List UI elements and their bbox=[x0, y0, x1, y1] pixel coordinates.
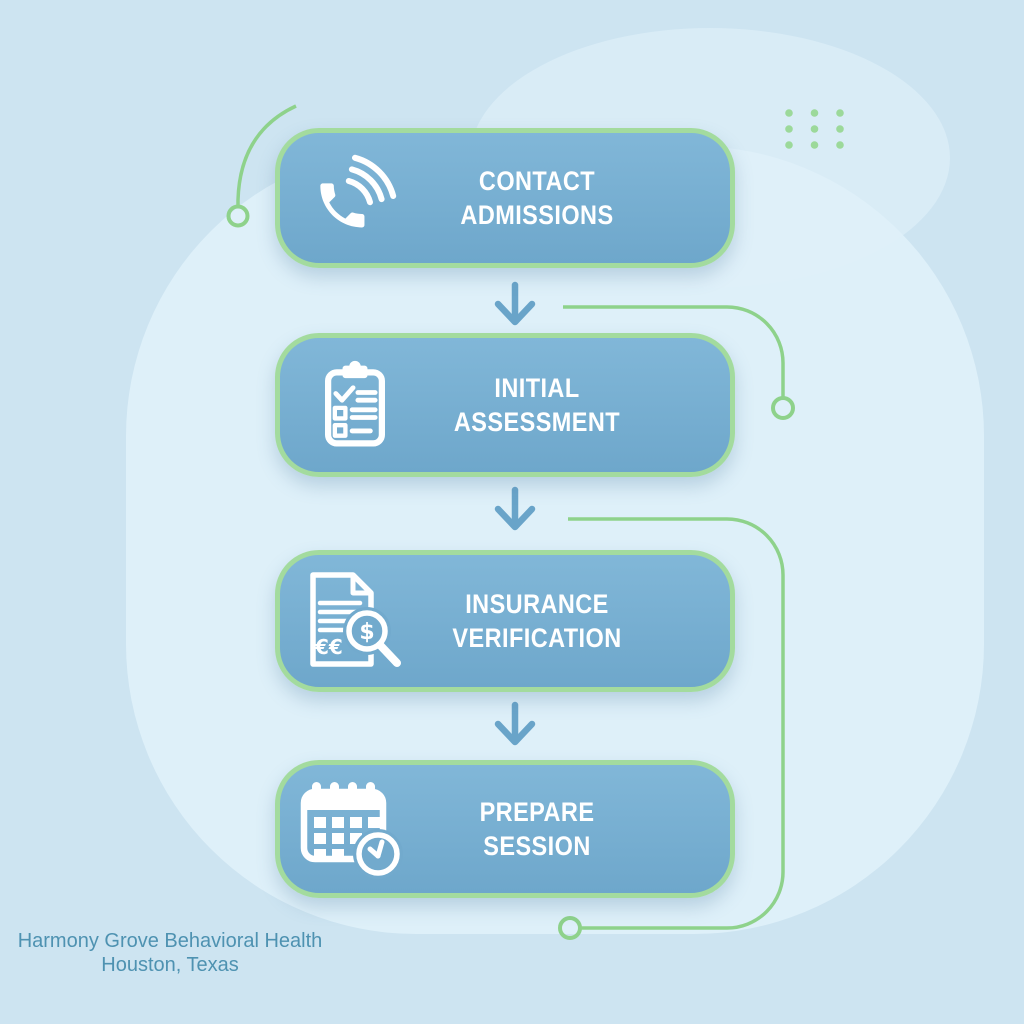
step-initial-assessment: INITIAL ASSESSMENT bbox=[275, 333, 735, 477]
step-label: PREPARE SESSION bbox=[430, 795, 730, 863]
clipboard-checklist-icon bbox=[280, 355, 430, 455]
step-label: INITIAL ASSESSMENT bbox=[430, 371, 730, 439]
insurance-document-magnifier-icon: €€ $ bbox=[280, 571, 430, 671]
step-label-line: PREPARE SESSION bbox=[479, 797, 595, 861]
org-name: Harmony Grove Behavioral Health bbox=[17, 930, 323, 952]
svg-text:€€: €€ bbox=[314, 635, 343, 659]
step-label-line: VERIFICATION bbox=[452, 623, 622, 653]
step-prepare-session: PREPARE SESSION bbox=[275, 760, 735, 898]
org-location: Houston, Texas bbox=[101, 954, 239, 976]
step-label: CONTACT ADMISSIONS bbox=[430, 164, 730, 232]
calendar-clock-icon bbox=[280, 778, 430, 880]
step-insurance-verification: €€ $ INSURANCE VERIFICATION bbox=[275, 550, 735, 692]
step-label-line: CONTACT ADMISSIONS bbox=[460, 166, 614, 230]
step-label: INSURANCE VERIFICATION bbox=[430, 587, 730, 655]
step-label-line: ASSESSMENT bbox=[453, 407, 621, 437]
svg-text:$: $ bbox=[359, 620, 374, 645]
step-contact-admissions: CONTACT ADMISSIONS bbox=[275, 128, 735, 268]
phone-call-icon bbox=[280, 148, 430, 248]
step-label-line: INSURANCE bbox=[465, 589, 609, 619]
footer-attribution: Harmony Grove Behavioral Health Houston,… bbox=[10, 929, 330, 977]
step-label-line: INITIAL bbox=[494, 373, 580, 403]
